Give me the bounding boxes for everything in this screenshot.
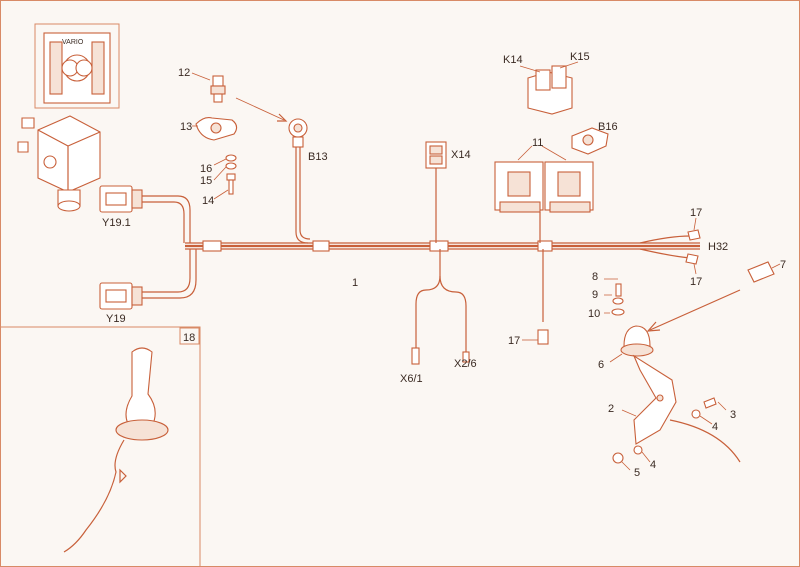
label-k14: K14	[503, 54, 523, 66]
callout-13: 13	[180, 121, 192, 133]
beacon-lamp-assembly	[604, 278, 741, 471]
callout-9: 9	[592, 289, 598, 301]
callout-2: 2	[608, 403, 614, 415]
callout-4-upper: 4	[712, 421, 718, 433]
callout-15: 15	[200, 175, 212, 187]
bracket-plate-13	[192, 117, 238, 141]
terminals-h32	[685, 217, 701, 275]
label-y19: Y19	[106, 313, 126, 325]
connector-y19-1	[99, 185, 143, 213]
relays-k14-k15	[519, 61, 579, 115]
callout-17-upper: 17	[690, 207, 702, 219]
connector-y19	[99, 282, 143, 310]
relay-module-11	[494, 145, 594, 213]
callout-6: 6	[598, 359, 604, 371]
vario-label: VARIO	[62, 39, 84, 46]
label-x2-6: X2/6	[454, 358, 477, 370]
callout-16: 16	[200, 163, 212, 175]
callout-1: 1	[352, 277, 358, 289]
hardware-14-15-16	[213, 154, 237, 200]
label-x14: X14	[451, 149, 471, 161]
callout-4-lower: 4	[650, 459, 656, 471]
callout-5: 5	[634, 467, 640, 479]
label-y19-1: Y19.1	[102, 217, 131, 229]
label-x6-1: X6/1	[400, 373, 423, 385]
callout-12: 12	[178, 67, 190, 79]
fitting-12	[191, 72, 226, 103]
connector-7	[646, 261, 781, 332]
callout-17-right: 17	[690, 276, 702, 288]
callout-7: 7	[780, 259, 786, 271]
inset-joystick-frame: 18	[0, 326, 201, 567]
callout-17-lower: 17	[508, 335, 520, 347]
joystick-18	[63, 347, 169, 553]
vario-symbol: VARIO	[34, 23, 120, 109]
callout-8: 8	[592, 271, 598, 283]
pin-17-lower	[522, 329, 549, 345]
pin-x2-6	[462, 351, 470, 363]
callout-labels: 12 13 16 15 14 B13 X14 K14 K15 B16 11 Y1…	[102, 51, 786, 479]
label-b13: B13	[308, 151, 328, 163]
main-harness	[140, 146, 700, 352]
sensor-b13	[235, 97, 308, 148]
label-b16: B16	[598, 121, 618, 133]
callout-18: 18	[183, 332, 195, 344]
label-h32: H32	[708, 241, 728, 253]
callout-10: 10	[588, 308, 600, 320]
label-k15: K15	[570, 51, 590, 63]
sensor-b16	[571, 127, 609, 155]
callout-11: 11	[532, 137, 543, 149]
pin-x6-1	[411, 347, 420, 365]
callout-14: 14	[202, 195, 214, 207]
connector-x14	[425, 141, 447, 169]
callout-3: 3	[730, 409, 736, 421]
hydraulic-valve-block	[17, 115, 101, 212]
